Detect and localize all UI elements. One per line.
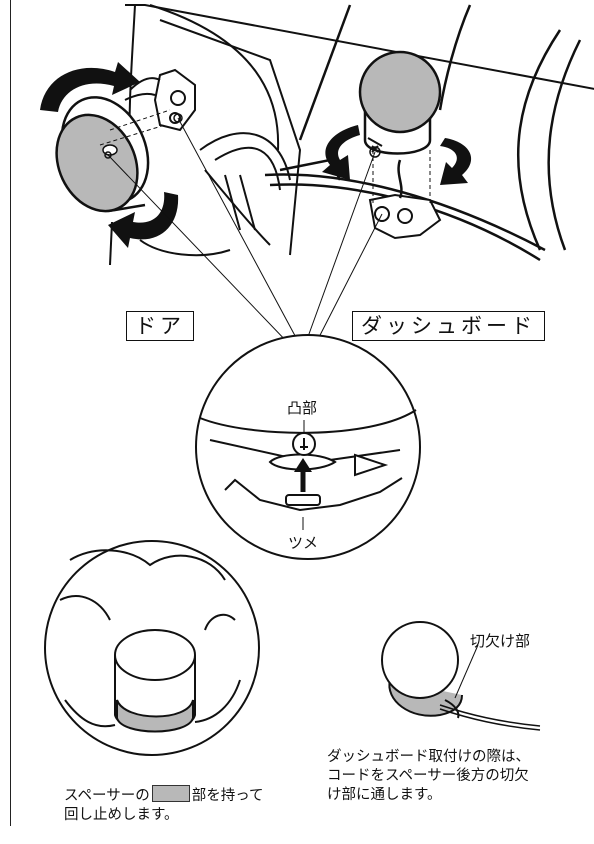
zoom-detail-circle xyxy=(195,334,421,560)
notch-label: 切欠け部 xyxy=(470,632,531,650)
door-bracket xyxy=(124,68,196,132)
door-speaker xyxy=(55,96,150,213)
dashboard-bracket xyxy=(368,159,442,240)
grip-instruction-text-1: スペーサーの xyxy=(64,788,150,804)
grip-instruction-text-3: 回し止めします。 xyxy=(64,807,179,823)
door-panel-drawing xyxy=(125,4,594,257)
page-margin-line xyxy=(10,0,11,826)
door-rotate-arrows xyxy=(40,62,179,266)
door-guide-lines xyxy=(99,109,171,146)
dashboard-guide-lines xyxy=(372,150,431,205)
dashboard-speaker xyxy=(358,50,442,155)
tab-label: ツメ xyxy=(288,534,319,552)
gray-part-swatch xyxy=(151,785,190,802)
dashboard-rotate-arrows xyxy=(322,125,472,185)
notch-speaker xyxy=(381,621,541,731)
manual-page: ドア ダッシュボード 凸部 ツメ 切欠け部 スペーサーの 部を持って 回し止めしま… xyxy=(10,0,594,826)
cord-instruction: ダッシュボード取付けの際は、 コードをスペーサー後方の切欠 け部に通します。 xyxy=(327,749,530,803)
zoom-leader-lines xyxy=(104,113,390,346)
protrusion-label: 凸部 xyxy=(287,399,318,417)
grip-instruction: スペーサーの 部を持って 回し止めします。 xyxy=(64,766,263,844)
door-label: ドア xyxy=(126,311,194,341)
grip-instruction-text-2: 部を持って xyxy=(191,788,264,804)
dashboard-label: ダッシュボード xyxy=(352,311,545,341)
hand-grip-circle xyxy=(44,540,260,756)
installation-illustration xyxy=(40,4,594,756)
